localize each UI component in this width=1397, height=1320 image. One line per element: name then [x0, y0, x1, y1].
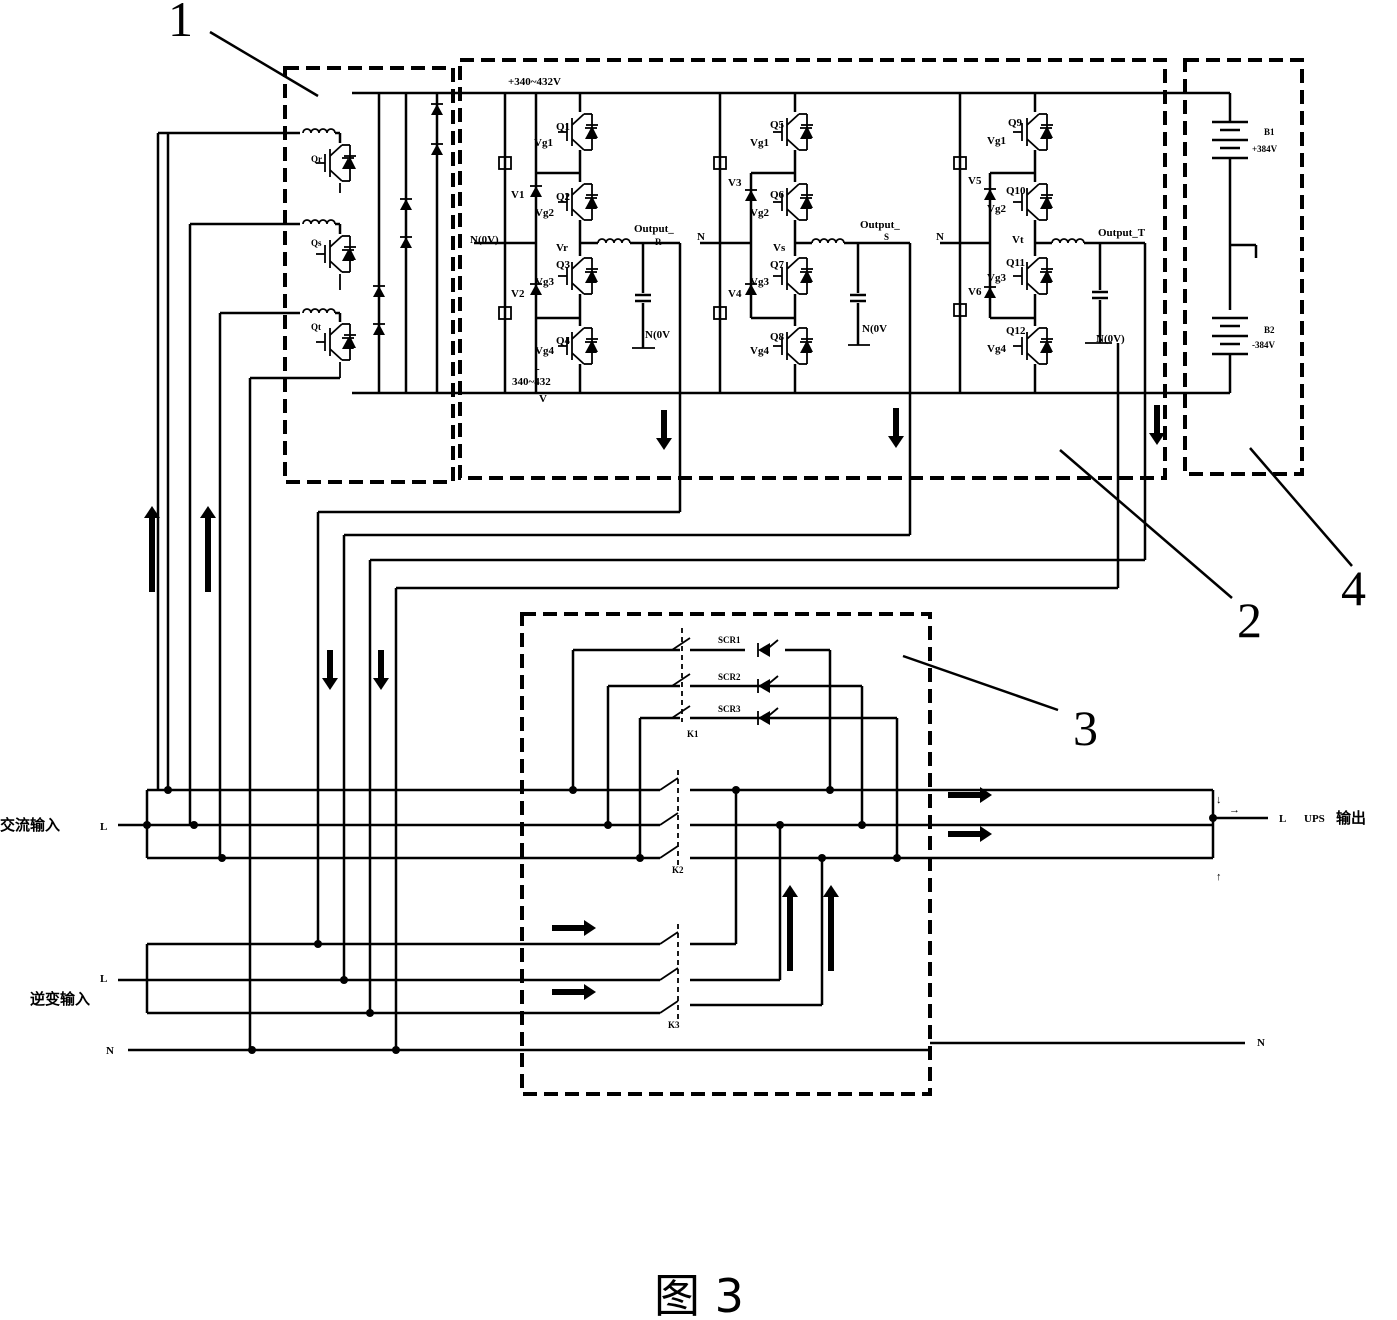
bypass-switches: SCR1 SCR2 SCR3 K1 K2 K3 — [569, 628, 1213, 1030]
svg-text:V: V — [539, 393, 547, 405]
svg-text:UPS: UPS — [1304, 813, 1325, 825]
svg-text:Q1: Q1 — [556, 121, 570, 133]
svg-text:-384V: -384V — [1252, 340, 1275, 350]
svg-text:Vg3: Vg3 — [535, 276, 554, 288]
svg-text:K1: K1 — [687, 729, 699, 739]
svg-text:V1: V1 — [511, 189, 524, 201]
svg-text:SCR1: SCR1 — [718, 635, 741, 645]
svg-text:B1: B1 — [1264, 127, 1275, 137]
svg-text:L: L — [100, 973, 107, 985]
svg-text:Qt: Qt — [311, 322, 321, 332]
svg-text:逆变输入: 逆变输入 — [30, 990, 90, 1008]
svg-text:+340~432V: +340~432V — [508, 76, 561, 88]
figure-caption: 图 3 — [654, 1269, 744, 1320]
svg-text:Q6: Q6 — [770, 189, 785, 201]
svg-text:N(0V): N(0V) — [470, 234, 499, 246]
svg-text:Q8: Q8 — [770, 331, 785, 343]
svg-text:V2: V2 — [511, 288, 525, 300]
svg-text:SCR3: SCR3 — [718, 704, 741, 714]
svg-text:SCR2: SCR2 — [718, 672, 741, 682]
inverter-box — [458, 58, 1167, 480]
svg-text:V6: V6 — [968, 286, 982, 298]
svg-text:Qs: Qs — [311, 238, 322, 248]
svg-text:Vg4: Vg4 — [987, 343, 1006, 355]
inverter-phase-t: N V5 V6 Q9 Vg1 Q10 Vg2 Q11 Vg3 Q12 Vg4 V… — [368, 93, 1165, 1050]
svg-text:N: N — [697, 231, 705, 243]
svg-text:K2: K2 — [672, 865, 684, 875]
svg-text:Vs: Vs — [773, 242, 786, 254]
svg-text:Q3: Q3 — [556, 259, 571, 271]
bypass-switch-box — [520, 612, 932, 1096]
svg-text:交流输入: 交流输入 — [0, 816, 60, 834]
callout-3: 3 — [1073, 700, 1098, 756]
svg-text:Output_: Output_ — [634, 223, 674, 235]
svg-text:N(0V: N(0V — [862, 323, 887, 335]
svg-text:Vg3: Vg3 — [750, 276, 769, 288]
inverter-phase-r: +340~432V N(0V) V1 V2 Q1 Vg1 Q2 Vg2 Q3 V… — [316, 76, 682, 944]
inverter-input-bus: 逆变输入 L N N — [30, 940, 1265, 1057]
svg-text:→: → — [1229, 804, 1240, 816]
svg-text:R: R — [655, 237, 662, 247]
svg-text:Qr: Qr — [311, 154, 322, 164]
svg-text:Vg4: Vg4 — [535, 345, 554, 357]
rectifier-box — [283, 66, 455, 484]
svg-text:Vg1: Vg1 — [750, 137, 769, 149]
rectifier-stage: Qr Qs Qt — [156, 91, 1230, 1050]
ac-input-bus: 交流输入 L — [0, 133, 660, 862]
svg-text:B2: B2 — [1264, 325, 1275, 335]
svg-text:V5: V5 — [968, 175, 982, 187]
svg-text:N: N — [106, 1045, 114, 1057]
inverter-phase-s: N V3 V4 Q5 Vg1 Q6 Vg2 Q7 Vg3 Q8 Vg4 Vs O… — [342, 93, 912, 980]
svg-text:输出: 输出 — [1336, 809, 1366, 827]
svg-text:Q10: Q10 — [1006, 185, 1026, 197]
svg-text:Q2: Q2 — [556, 191, 571, 203]
svg-text:Q12: Q12 — [1006, 325, 1026, 337]
svg-text:+384V: +384V — [1252, 144, 1278, 154]
svg-text:S: S — [884, 232, 889, 242]
svg-text:Q11: Q11 — [1006, 257, 1025, 269]
svg-text:N: N — [936, 231, 944, 243]
svg-text:V3: V3 — [728, 177, 742, 189]
flow-arrows — [144, 506, 992, 1000]
svg-text:N: N — [1257, 1037, 1265, 1049]
svg-text:K3: K3 — [668, 1020, 680, 1030]
svg-text:Vg2: Vg2 — [750, 207, 769, 219]
svg-text:Vg1: Vg1 — [987, 135, 1006, 147]
svg-text:Vg4: Vg4 — [750, 345, 769, 357]
svg-text:Q5: Q5 — [770, 119, 785, 131]
callout-2: 2 — [1237, 592, 1262, 648]
svg-text:↓: ↓ — [1216, 794, 1222, 806]
svg-text:Vg1: Vg1 — [534, 137, 553, 149]
svg-text:L: L — [1279, 813, 1286, 825]
ups-output: ↓ ↑ → L UPS 输出 — [1209, 790, 1366, 883]
svg-text:↑: ↑ — [1216, 871, 1222, 883]
svg-text:V4: V4 — [728, 288, 742, 300]
svg-text:Vg2: Vg2 — [535, 207, 554, 219]
svg-text:Q4: Q4 — [556, 335, 571, 347]
callout-1: 1 — [168, 0, 193, 47]
svg-text:Vr: Vr — [556, 242, 568, 254]
svg-text:Q9: Q9 — [1008, 117, 1023, 129]
svg-text:N(0V: N(0V — [645, 329, 670, 341]
svg-text:Vt: Vt — [1012, 234, 1024, 246]
svg-text:L: L — [100, 821, 107, 833]
svg-text:Vg2: Vg2 — [987, 203, 1006, 215]
svg-text:340~432: 340~432 — [512, 376, 551, 388]
svg-text:N(0V): N(0V) — [1096, 333, 1125, 345]
battery-box — [1183, 58, 1304, 476]
battery-bank: B1 +384V B2 -384V — [1212, 93, 1278, 393]
callout-4: 4 — [1341, 560, 1366, 616]
svg-text:Q7: Q7 — [770, 259, 785, 271]
svg-text:Vg3: Vg3 — [987, 272, 1006, 284]
svg-text:Output_T: Output_T — [1098, 227, 1146, 239]
svg-text:-: - — [536, 363, 540, 375]
svg-text:Output_: Output_ — [860, 219, 900, 231]
